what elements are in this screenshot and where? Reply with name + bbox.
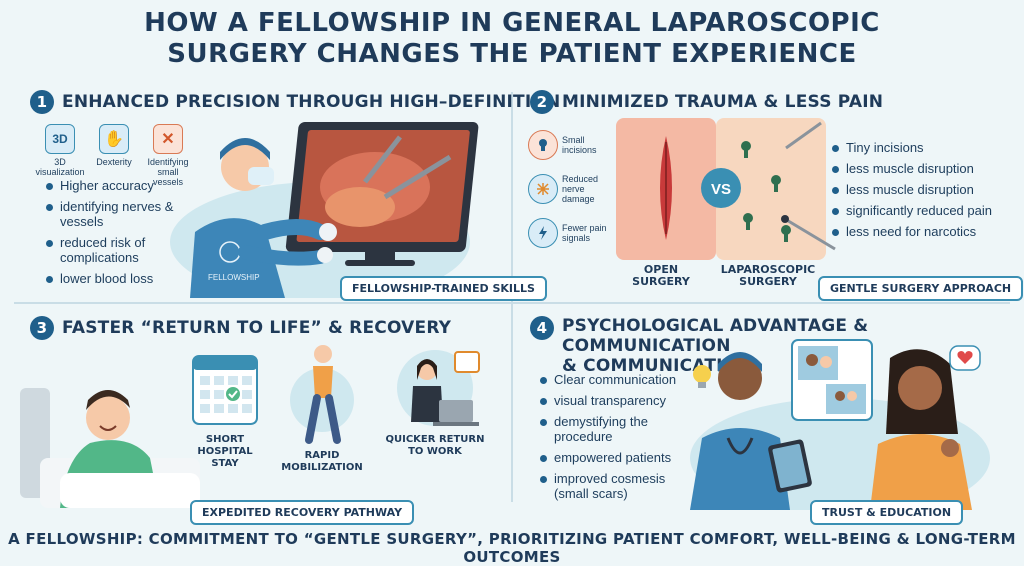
section-heading: PSYCHOLOGICAL ADVANTAGE & COMMUNICATION <box>562 316 869 356</box>
section-4-badge: TRUST & EDUCATION <box>810 500 964 525</box>
3d-visualization-icon: 3D <box>45 124 75 154</box>
worker-laptop-icon <box>397 350 480 426</box>
bullet-item: reduced risk of complications <box>46 235 181 265</box>
bullet-item: lower blood loss <box>46 271 181 286</box>
mobilization-label: RAPID MOBILIZATION <box>281 450 363 473</box>
gown-text: FELLOWSHIP <box>208 273 260 282</box>
bullet-item: Tiny incisions <box>832 140 1002 155</box>
bullet-item: improved cosmesis (small scars) <box>540 471 680 501</box>
bullet-item: less muscle disruption <box>832 161 1002 176</box>
bullet-item: Higher accuracy <box>46 178 181 193</box>
feature-label: Identifying small vessels <box>147 157 189 187</box>
nerve-icon <box>528 174 558 204</box>
hand-icon: ✋ <box>99 124 129 154</box>
title-line-2: SURGERY CHANGES THE PATIENT EXPERIENCE <box>167 39 857 69</box>
pain-signal-icon <box>528 218 558 248</box>
section-number: 1 <box>30 90 54 114</box>
section-2-badge: GENTLE SURGERY APPROACH <box>818 276 1024 301</box>
section-heading: MINIMIZED TRAUMA & LESS PAIN <box>562 92 884 112</box>
bullet-item: visual transparency <box>540 393 680 408</box>
section-2-bullets: Tiny incisions less muscle disruption le… <box>832 140 1002 245</box>
calendar-icon <box>192 355 258 425</box>
bullet-item: Clear communication <box>540 372 680 387</box>
vs-text: VS <box>711 181 731 198</box>
walking-person-icon <box>290 345 354 444</box>
bullet-item: less need for narcotics <box>832 224 1002 239</box>
return-to-work-item: QUICKER RETURN TO WORK <box>380 346 490 458</box>
section-2-side-items: Small incisions Reduced nerve damage Few… <box>528 130 610 248</box>
feature-3d: 3D 3D visualization <box>34 124 86 187</box>
section-number: 3 <box>30 316 54 340</box>
title-line-1: HOW A FELLOWSHIP IN GENERAL LAPAROSCOPIC <box>144 8 880 38</box>
section-4-bullets: Clear communication visual transparency … <box>540 372 680 507</box>
horizontal-divider <box>14 302 1010 304</box>
footer-tagline: A FELLOWSHIP: COMMITMENT TO “GENTLE SURG… <box>8 530 1016 566</box>
feature-label: 3D visualization <box>35 157 85 177</box>
laparoscope-instrument <box>781 215 836 251</box>
feature-icons: 3D 3D visualization ✋ Dexterity ✕ Identi… <box>34 124 194 187</box>
hospital-stay-item: SHORT HOSPITAL STAY <box>186 348 264 470</box>
bullet-item: demystifying the procedure <box>540 414 680 444</box>
feature-dexterity: ✋ Dexterity <box>88 124 140 187</box>
return-to-work-label: QUICKER RETURN TO WORK <box>385 434 485 457</box>
bullet-item: less muscle disruption <box>832 182 1002 197</box>
section-3-header: 3 FASTER “RETURN TO LIFE” & RECOVERY <box>30 316 451 340</box>
surgeon-illustration: FELLOWSHIP <box>170 122 479 298</box>
section-1-header: 1 ENHANCED PRECISION THROUGH HIGH–DEFINI… <box>30 90 560 114</box>
side-item-label: Small incisions <box>562 135 597 155</box>
page-title: HOW A FELLOWSHIP IN GENERAL LAPAROSCOPIC… <box>0 8 1024 70</box>
incision-comparison: VS <box>616 118 826 260</box>
section-number: 2 <box>530 90 554 114</box>
bullet-item: empowered patients <box>540 450 680 465</box>
bullet-item: significantly reduced pain <box>832 203 1002 218</box>
laparoscopic-surgery-label: LAPAROSCOPIC SURGERY <box>720 263 816 288</box>
hospital-stay-label: SHORT HOSPITAL STAY <box>197 434 253 469</box>
bullet-item: identifying nerves & vessels <box>46 199 181 229</box>
open-surgery-label: OPEN SURGERY <box>632 263 690 288</box>
side-item-label: Fewer pain signals <box>562 223 607 243</box>
vessel-icon: ✕ <box>153 124 183 154</box>
section-4-header: 4 PSYCHOLOGICAL ADVANTAGE & COMMUNICATIO… <box>530 316 990 376</box>
mobilization-item: RAPID MOBILIZATION <box>281 340 363 474</box>
section-number: 4 <box>530 316 554 340</box>
section-3-badge: EXPEDITED RECOVERY PATHWAY <box>190 500 415 525</box>
side-item-label: Reduced nerve damage <box>562 174 599 204</box>
side-item: Small incisions <box>528 130 610 160</box>
patient-in-bed-illustration <box>20 388 200 508</box>
incision-icon <box>528 130 558 160</box>
section-heading: FASTER “RETURN TO LIFE” & RECOVERY <box>62 318 452 338</box>
section-2-header: 2 MINIMIZED TRAUMA & LESS PAIN <box>530 90 883 114</box>
feature-label: Dexterity <box>96 157 132 167</box>
section-heading: ENHANCED PRECISION THROUGH HIGH–DEFINITI… <box>62 92 561 112</box>
doctor-patient-illustration <box>690 339 990 510</box>
side-item: Fewer pain signals <box>528 218 610 248</box>
section-1-badge: FELLOWSHIP-TRAINED SKILLS <box>340 276 547 301</box>
side-item: Reduced nerve damage <box>528 174 610 204</box>
feature-vessels: ✕ Identifying small vessels <box>142 124 194 187</box>
section-1-bullets: Higher accuracy identifying nerves & ves… <box>46 178 181 292</box>
